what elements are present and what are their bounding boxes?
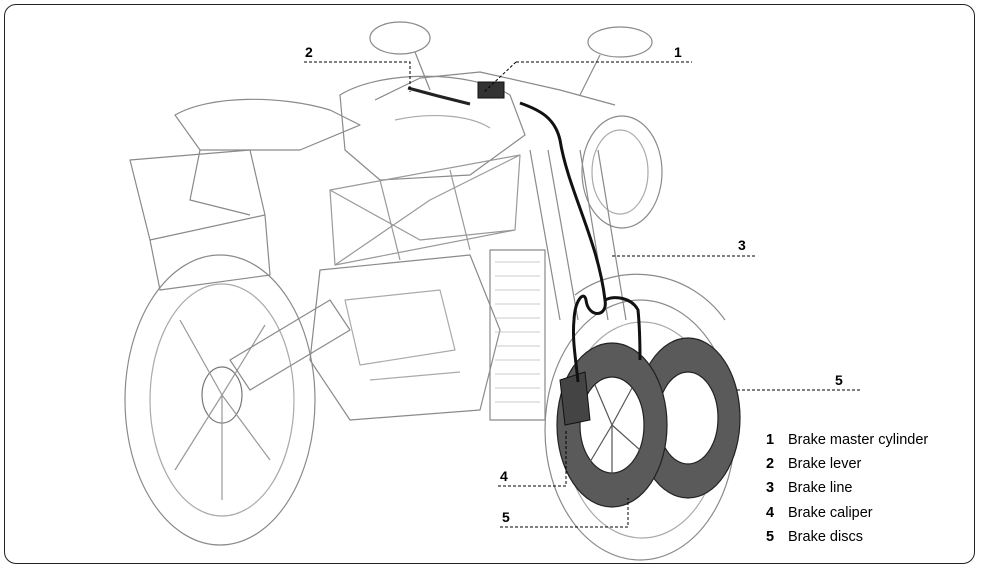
legend-text: Brake line — [788, 480, 852, 496]
seat — [175, 99, 360, 150]
rear-tire — [125, 255, 315, 545]
callout-2: 2 — [305, 44, 313, 60]
legend-text: Brake caliper — [788, 505, 873, 521]
callout-3: 3 — [738, 237, 746, 253]
headlight — [582, 116, 662, 228]
legend-number: 4 — [766, 501, 788, 525]
brake-discs — [557, 338, 740, 507]
legend-number: 2 — [766, 452, 788, 476]
brake-line — [520, 103, 640, 382]
legend-number: 5 — [766, 525, 788, 549]
trellis-frame — [330, 155, 520, 265]
brake-master-cylinder — [478, 82, 504, 98]
legend-text: Brake lever — [788, 456, 861, 472]
left-mirror — [370, 22, 430, 54]
legend-number: 1 — [766, 428, 788, 452]
legend-text: Brake discs — [788, 529, 863, 545]
legend-number: 3 — [766, 476, 788, 500]
legend-text: Brake master cylinder — [788, 432, 928, 448]
brake-caliper — [560, 372, 590, 425]
right-mirror — [588, 27, 652, 57]
callout-5-top: 5 — [835, 372, 843, 388]
callout-5-bottom: 5 — [502, 509, 510, 525]
brake-lever — [408, 88, 470, 104]
callout-1: 1 — [674, 44, 682, 60]
callout-4: 4 — [500, 468, 508, 484]
